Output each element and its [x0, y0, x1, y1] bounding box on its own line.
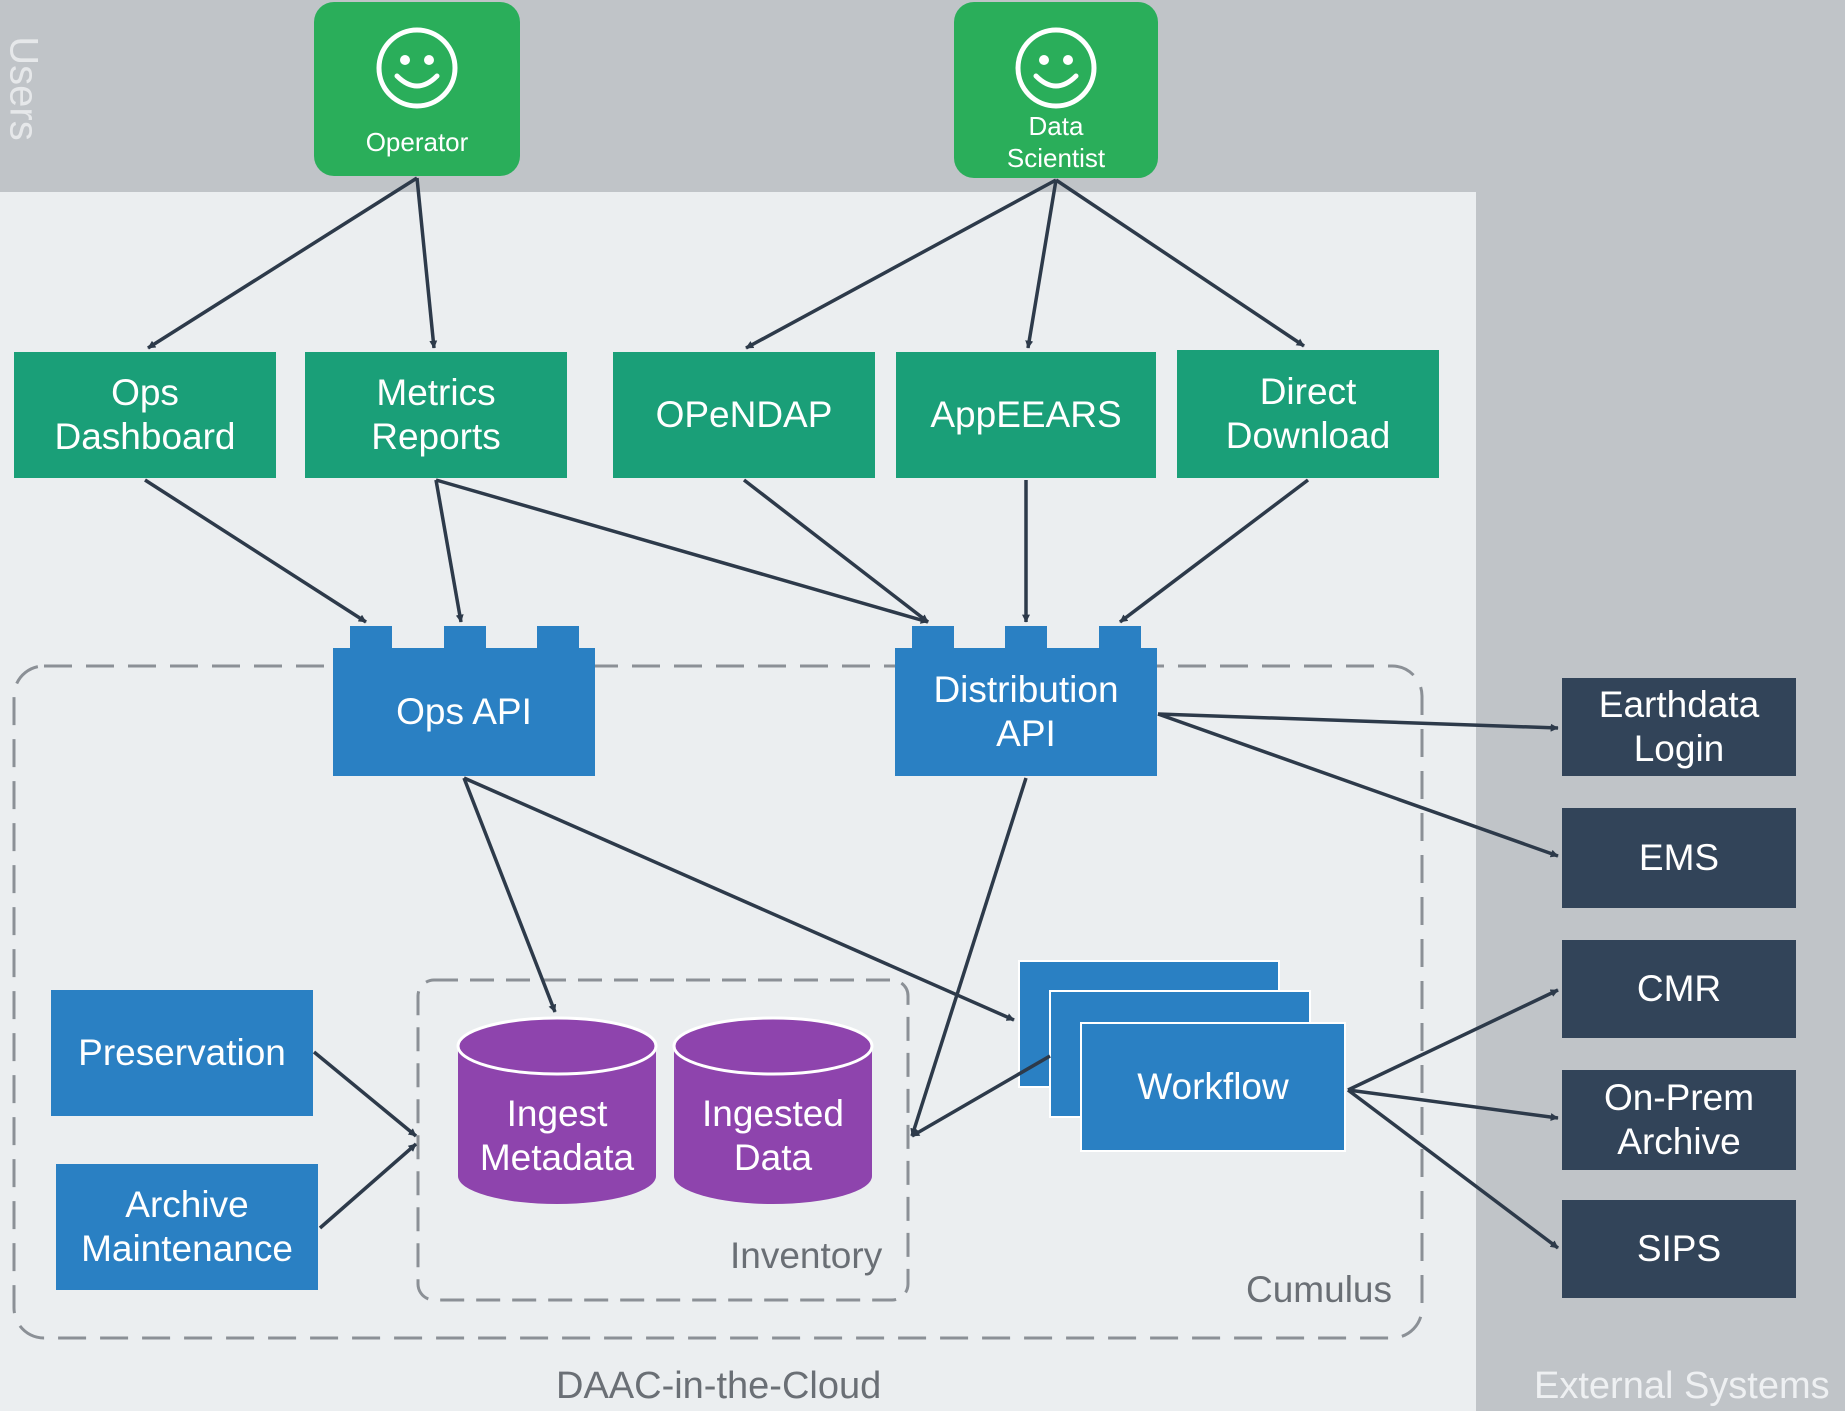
- smiley-icon: [1015, 27, 1097, 109]
- ops-api-port: [537, 626, 579, 648]
- earthdata-login-box: Earthdata Login: [1562, 678, 1796, 776]
- opendap-box: OPeNDAP: [613, 352, 875, 478]
- cumulus-label: Cumulus: [1246, 1269, 1392, 1310]
- archive-maintenance-box: Archive Maintenance: [56, 1164, 318, 1290]
- distribution-api-port: [912, 626, 954, 648]
- distribution-api-port: [1005, 626, 1047, 648]
- operator-label: Operator: [365, 127, 469, 157]
- appeears-box: AppEEARS: [896, 352, 1156, 478]
- ems-box: EMS: [1562, 808, 1796, 908]
- cmr-box: CMR: [1562, 940, 1796, 1038]
- sips-box: SIPS: [1562, 1200, 1796, 1298]
- data-scientist-user: Data Scientist: [954, 2, 1158, 178]
- smiley-icon: [376, 27, 458, 109]
- ops-api-port: [350, 626, 392, 648]
- ops-dashboard-box: Ops Dashboard: [14, 352, 276, 478]
- ops-api-box: Ops API: [333, 648, 595, 776]
- database-icon: [456, 1016, 658, 1204]
- workflow-box: Workflow: [1080, 1022, 1346, 1152]
- ingested-data-label: Ingested Data: [702, 1093, 844, 1178]
- ops-api-port: [444, 626, 486, 648]
- preservation-box: Preservation: [51, 990, 313, 1116]
- ingest-metadata-store: Ingest Metadata: [456, 1016, 658, 1206]
- inventory-label: Inventory: [730, 1235, 883, 1276]
- distribution-api-port: [1099, 626, 1141, 648]
- data-scientist-label: Data Scientist: [1006, 111, 1106, 173]
- on-prem-archive-box: On-Prem Archive: [1562, 1070, 1796, 1170]
- ingest-metadata-label: Ingest Metadata: [479, 1093, 635, 1178]
- distribution-api-box: Distribution API: [895, 648, 1157, 776]
- direct-download-box: Direct Download: [1177, 350, 1439, 478]
- daac-region-label: DAAC-in-the-Cloud: [556, 1365, 882, 1407]
- external-systems-label: External Systems: [1534, 1365, 1830, 1407]
- ingested-data-store: Ingested Data: [672, 1016, 874, 1206]
- users-region: [0, 0, 1476, 192]
- operator-user: Operator: [314, 2, 520, 176]
- metrics-reports-box: Metrics Reports: [305, 352, 567, 478]
